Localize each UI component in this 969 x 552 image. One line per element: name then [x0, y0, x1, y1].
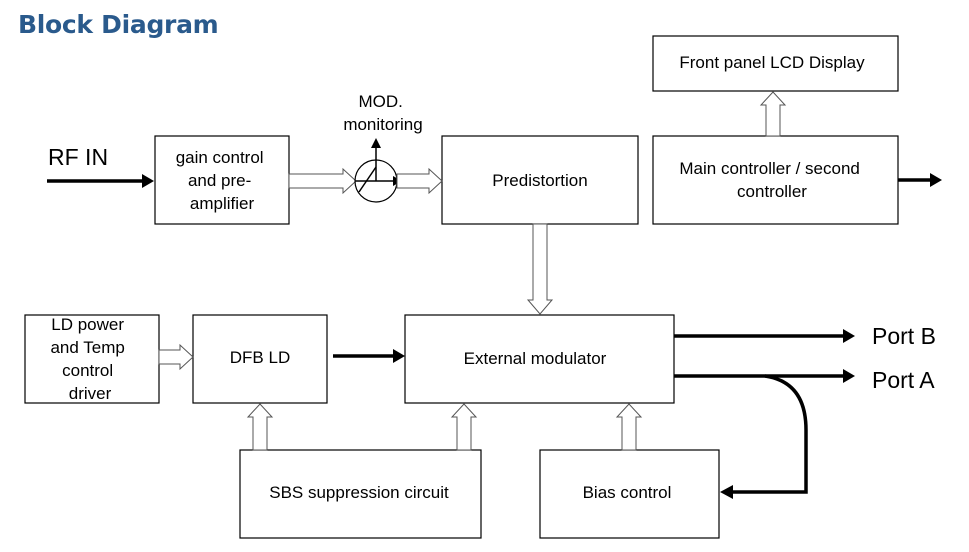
- external-modulator-box: [404, 314, 675, 404]
- ld-power-to-dfb-arrow: [158, 343, 194, 371]
- external-modulator-label: External modulator: [464, 349, 607, 368]
- dfb-ld-label: DFB LD: [230, 348, 290, 367]
- feedback-arrowhead: [720, 485, 733, 499]
- bias-control-box: [539, 449, 720, 539]
- rf-in-label: RF IN: [48, 144, 108, 170]
- mod-monitoring-label: MOD. monitoring: [343, 92, 422, 134]
- ld-power-label: LD power and Temp control driver: [50, 315, 129, 403]
- bias-to-modulator-arrow: [615, 403, 643, 451]
- coupler-vertical-head: [371, 138, 381, 148]
- sbs-to-dfb-arrow: [246, 403, 274, 451]
- front-panel-label: Front panel LCD Display: [679, 53, 865, 72]
- dfb-to-modulator-arrowhead: [393, 349, 405, 363]
- controller-out-arrowhead: [930, 173, 942, 187]
- port-b-arrowhead: [843, 329, 855, 343]
- predistortion-label: Predistortion: [492, 171, 587, 190]
- main-controller-box: [652, 135, 899, 225]
- coupler-diagonal: [358, 166, 377, 193]
- sbs-suppression-label: SBS suppression circuit: [269, 483, 449, 502]
- port-a-arrowhead: [843, 369, 855, 383]
- rf-in-arrowhead: [142, 174, 154, 188]
- predistortion-to-modulator-arrow: [526, 223, 554, 315]
- sbs-suppression-box: [239, 449, 482, 539]
- controller-to-display-arrow: [759, 91, 787, 137]
- coupler-to-predistortion-arrow: [396, 167, 443, 195]
- gain-control-box: [154, 135, 290, 225]
- gain-control-label: gain control and pre- amplifier: [176, 148, 269, 213]
- gain-to-coupler-arrow: [288, 167, 357, 195]
- front-panel-box: [652, 35, 899, 92]
- sbs-to-modulator-arrow: [450, 403, 478, 451]
- port-a-label: Port A: [872, 367, 935, 393]
- dfb-ld-box: [192, 314, 328, 404]
- feedback-path: [733, 374, 808, 494]
- bias-control-label: Bias control: [583, 483, 672, 502]
- page-title: Block Diagram: [18, 10, 219, 39]
- ld-power-box: [24, 314, 160, 404]
- port-b-label: Port B: [872, 323, 936, 349]
- predistortion-box: [441, 135, 639, 225]
- main-controller-label: Main controller / second controller: [679, 159, 864, 201]
